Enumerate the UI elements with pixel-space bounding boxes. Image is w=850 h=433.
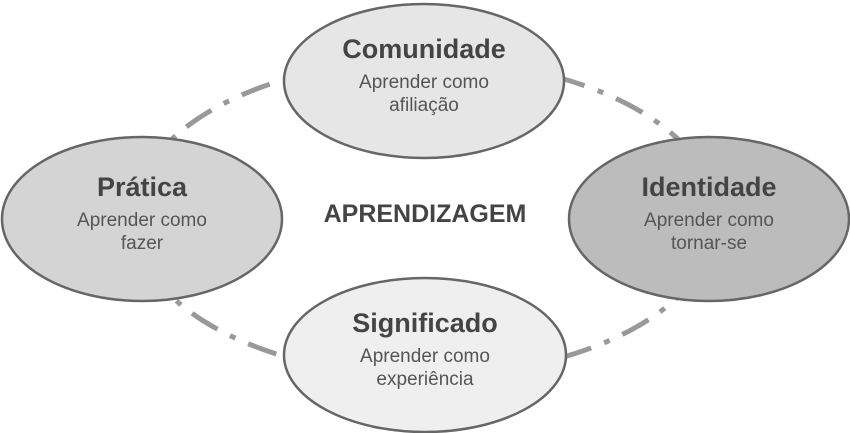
node-identidade: Identidade Aprender como tornar-se (569, 172, 849, 255)
node-subtitle-line2: afiliação (389, 95, 459, 116)
node-subtitle-line2: experiência (376, 369, 474, 390)
node-significado: Significado Aprender como experiência (285, 308, 565, 391)
node-subtitle-line1: Aprender como (77, 210, 207, 231)
node-subtitle-line2: fazer (120, 233, 164, 254)
center-label: APRENDIZAGEM (323, 200, 527, 228)
node-subtitle-line1: Aprender como (359, 72, 489, 93)
node-title: Comunidade (342, 34, 506, 64)
ellipse-comunidade (282, 2, 566, 160)
ellipse-identidade (567, 135, 850, 303)
node-title: Significado (352, 308, 498, 338)
node-title: Prática (96, 172, 188, 202)
ellipse-significado (282, 276, 568, 433)
node-title: Identidade (641, 172, 777, 202)
ellipse-pratica (0, 135, 284, 303)
node-comunidade: Comunidade Aprender como afiliação (284, 34, 564, 117)
node-subtitle-line1: Aprender como (360, 346, 490, 367)
node-subtitle-line2: tornar-se (670, 233, 748, 254)
node-subtitle-line1: Aprender como (644, 210, 774, 231)
node-pratica: Prática Aprender como fazer (2, 172, 282, 255)
